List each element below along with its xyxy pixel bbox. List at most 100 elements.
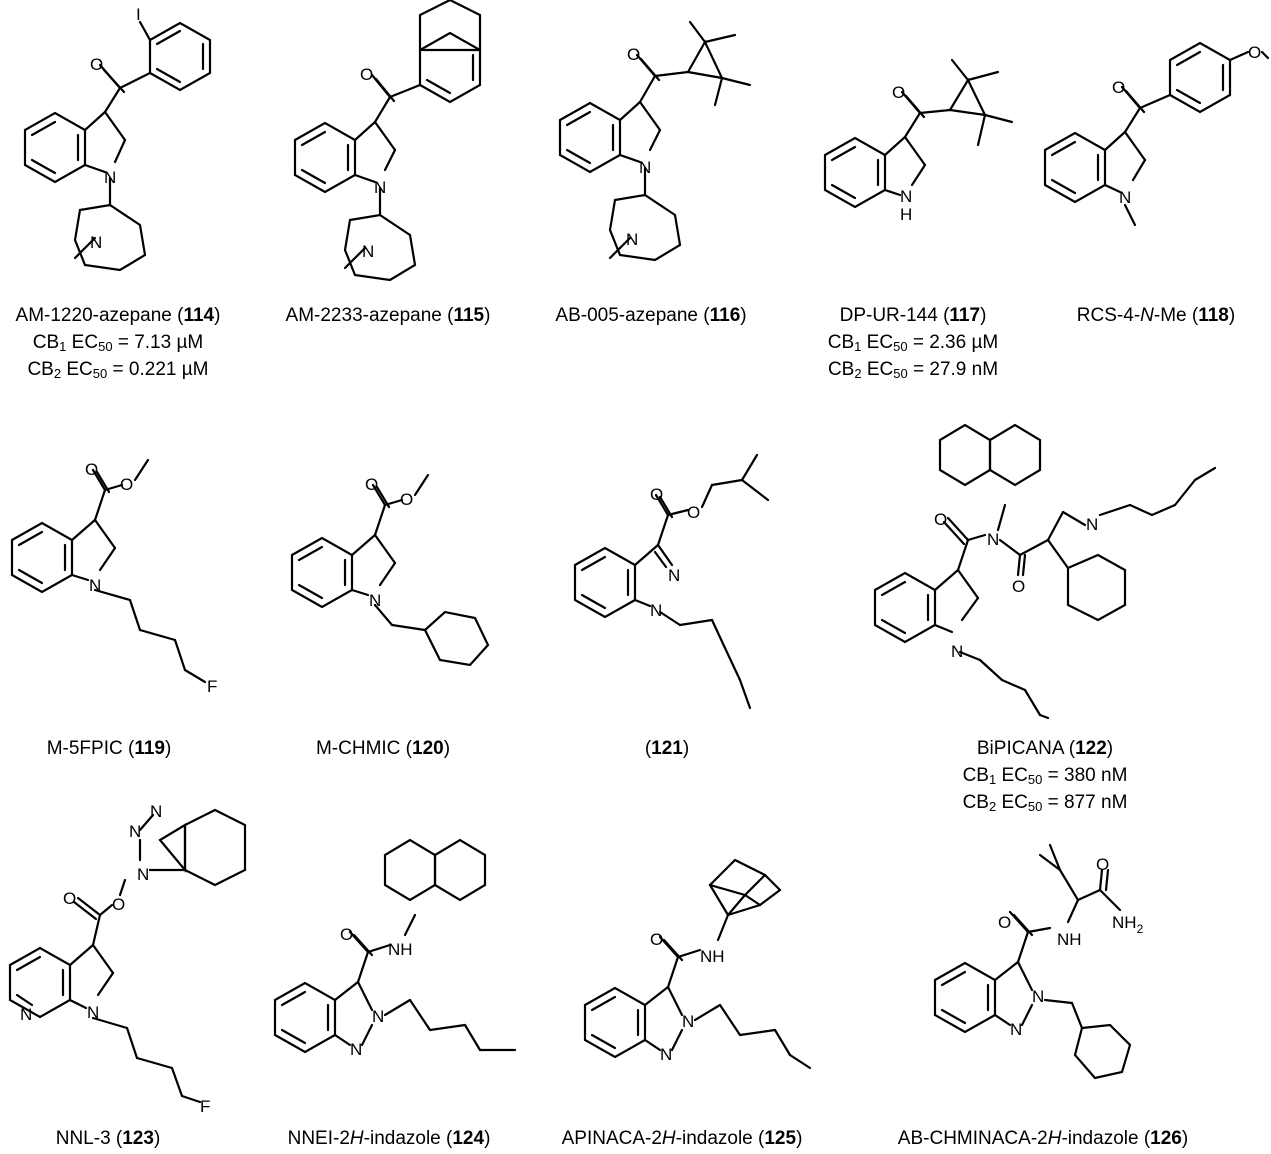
atom-N: N <box>374 178 386 197</box>
atom-O: O <box>63 889 76 908</box>
atom-N: N <box>1032 987 1044 1006</box>
compound-number: 119 <box>134 738 165 759</box>
atom-NH: NH <box>388 940 413 959</box>
atom-F: F <box>200 1097 210 1116</box>
atom-O: O <box>400 490 413 509</box>
atom-O: O <box>112 895 125 914</box>
compound-name: BiPICANA (122) <box>976 738 1114 759</box>
atom-N: N <box>987 530 999 549</box>
caption-118: RCS-4-N-Me (118) <box>1077 302 1235 329</box>
compound-number: 118 <box>1198 305 1229 326</box>
receptor-subscript: 1 <box>988 772 997 787</box>
compound-name: RCS-4-N-Me (118) <box>1076 305 1236 326</box>
structure-125 <box>583 858 812 1070</box>
atom-NH2: NH2 <box>1112 913 1144 936</box>
compound-name: AB-005-azepane (116) <box>555 305 747 326</box>
compound-number: 115 <box>453 305 485 326</box>
atom-N: N <box>150 802 162 821</box>
activity-line: CB2 EC50 = 0.221 µM <box>27 359 209 381</box>
compound-number: 124 <box>452 1128 485 1149</box>
atom-NH: NH <box>1057 930 1082 949</box>
atom-N: N <box>350 1040 362 1059</box>
atom-N: N <box>626 230 638 249</box>
activity-line: CB2 EC50 = 877 nM <box>962 792 1128 814</box>
caption-114: AM-1220-azepane (114) CB1 EC50 = 7.13 µM C… <box>16 302 221 383</box>
receptor-subscript: 1 <box>854 339 862 354</box>
atom-NH2-main: NH <box>1112 913 1137 932</box>
compound-name-italic: H <box>349 1128 364 1149</box>
atom-I: I <box>136 5 141 24</box>
atom-O: O <box>120 475 133 494</box>
structure-123 <box>8 808 247 1104</box>
atom-N: N <box>362 242 374 261</box>
atom-N: N <box>1086 515 1098 534</box>
ec-subscript: 50 <box>893 366 908 381</box>
ec-subscript: 50 <box>92 366 108 381</box>
atom-N: N <box>369 591 381 610</box>
atom-N: N <box>137 865 149 884</box>
caption-126: AB-CHMINACA-2H-indazole (126) <box>898 1125 1188 1152</box>
compound-name: AB-CHMINACA-2H-indazole (126) <box>897 1128 1189 1149</box>
atom-O: O <box>1012 577 1025 596</box>
atom-N: N <box>129 822 141 841</box>
atom-O: O <box>360 65 373 84</box>
compound-name: NNL-3 (123) <box>55 1128 161 1149</box>
activity-line: CB1 EC50 = 2.36 µM <box>827 332 999 354</box>
ec-subscript: 50 <box>98 339 113 354</box>
structure-117 <box>823 58 1014 209</box>
compound-name: M-5FPIC (119) <box>46 738 172 759</box>
atom-N: N <box>900 187 912 206</box>
atom-O: O <box>892 83 905 102</box>
compound-number: 117 <box>949 305 981 326</box>
atom-N: N <box>660 1045 672 1064</box>
compound-name-italic: H <box>661 1128 676 1149</box>
caption-125: APINACA-2H-indazole (125) <box>562 1125 803 1152</box>
receptor-subscript: 2 <box>854 366 862 381</box>
compound-number: 114 <box>183 305 215 326</box>
atom-O: O <box>1096 855 1109 874</box>
caption-124: NNEI-2H-indazole (124) <box>288 1125 491 1152</box>
atom-N: N <box>372 1007 384 1026</box>
caption-115: AM-2233-azepane (115) <box>286 302 491 329</box>
receptor-subscript: 2 <box>53 366 62 381</box>
atom-N: N <box>1119 188 1131 207</box>
compound-name: AM-1220-azepane (114) <box>15 305 221 326</box>
compound-name-italic: H <box>1047 1128 1062 1149</box>
structure-115 <box>293 0 482 282</box>
atom-N: N <box>89 576 101 595</box>
atom-N: N <box>87 1003 99 1022</box>
compound-name: APINACA-2H-indazole (125) <box>561 1128 803 1149</box>
atom-F: F <box>207 677 217 696</box>
receptor-subscript: 1 <box>59 339 67 354</box>
atom-N: N <box>639 158 651 177</box>
atom-O: O <box>650 485 663 504</box>
structure-118 <box>1043 41 1270 227</box>
compound-number: 125 <box>764 1128 797 1149</box>
atom-O: O <box>1248 43 1261 62</box>
structure-122 <box>873 423 1217 720</box>
structure-121 <box>573 453 770 710</box>
compound-name: NNEI-2H-indazole (124) <box>287 1128 491 1149</box>
compound-number: 122 <box>1075 738 1107 759</box>
atom-N: N <box>668 566 680 585</box>
structure-124 <box>273 838 517 1054</box>
atom-O: O <box>650 930 663 949</box>
atom-N: N <box>104 168 116 187</box>
atom-N: N <box>650 601 662 620</box>
caption-120: M-CHMIC (120) <box>316 735 450 762</box>
caption-119: M-5FPIC (119) <box>47 735 172 762</box>
structure-116 <box>558 20 752 262</box>
compound-number: 116 <box>709 305 741 326</box>
atom-H: H <box>900 205 912 224</box>
activity-line: CB1 EC50 = 7.13 µM <box>32 332 204 354</box>
atom-N: N <box>1010 1020 1022 1039</box>
structure-126 <box>933 843 1132 1080</box>
ec-subscript: 50 <box>893 339 908 354</box>
atom-O: O <box>340 925 353 944</box>
atom-O: O <box>934 510 947 529</box>
activity-line: CB2 EC50 = 27.9 nM <box>827 359 999 381</box>
atom-N: N <box>682 1012 694 1031</box>
activity-line: CB1 EC50 = 380 nM <box>962 765 1128 787</box>
